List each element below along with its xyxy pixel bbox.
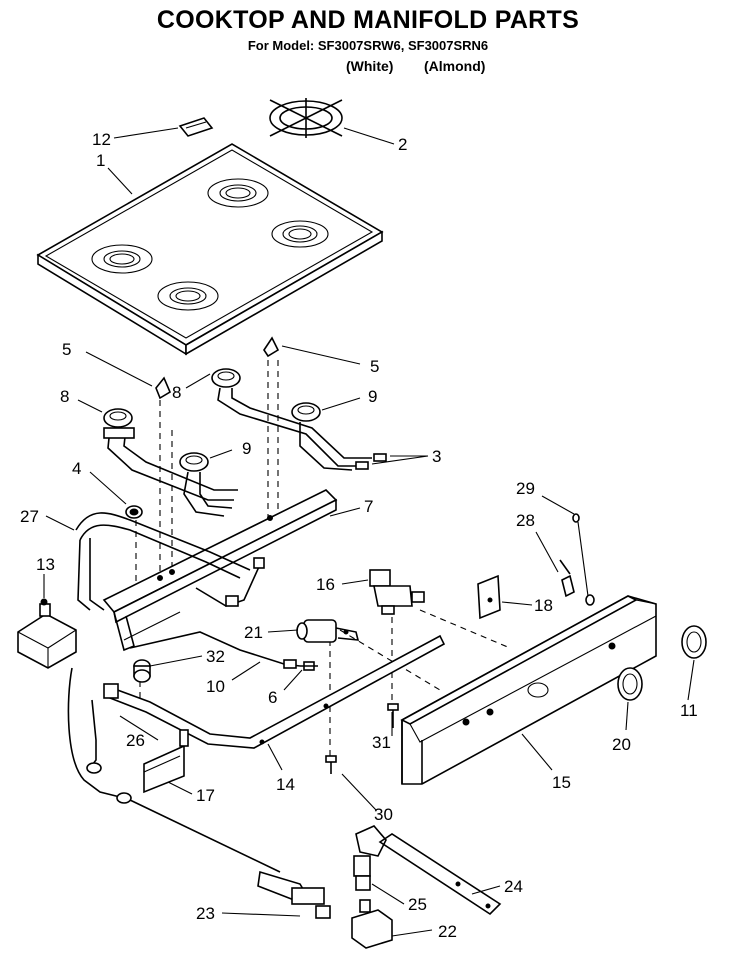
callout-1: 1	[96, 151, 105, 170]
callout-18: 18	[534, 596, 553, 615]
orifice-hood[interactable]	[355, 453, 387, 470]
callout-29: 29	[516, 479, 535, 498]
gas-tube[interactable]	[129, 557, 301, 669]
callout-23: 23	[196, 904, 215, 923]
model-line: For Model: SF3007SRW6, SF3007SRN6	[247, 38, 489, 53]
burner-recess	[157, 281, 219, 311]
burner-bracket-5-left[interactable]	[155, 376, 172, 400]
callout-8: 8	[60, 387, 69, 406]
page-title: COOKTOP AND MANIFOLD PARTS	[156, 6, 580, 34]
callout-3: 3	[432, 447, 441, 466]
burner-assembly-left-rear[interactable]	[179, 452, 233, 517]
callout-32: 32	[206, 647, 225, 666]
callout-25: 25	[408, 895, 427, 914]
oven-valve[interactable]	[351, 899, 393, 949]
control-knob-11[interactable]	[681, 625, 707, 659]
orifice-screw[interactable]	[300, 661, 318, 671]
callout-13: 13	[36, 555, 55, 574]
control-knob-20[interactable]	[617, 667, 643, 701]
color-white: (White)	[346, 58, 394, 74]
callout-11: 11	[680, 701, 698, 720]
callout-24: 24	[504, 877, 523, 896]
color-almond: (Almond)	[424, 58, 486, 74]
panel-screw[interactable]	[387, 703, 399, 728]
callout-20: 20	[612, 735, 631, 754]
callout-4: 4	[72, 459, 81, 478]
ignitor-wire[interactable]	[67, 667, 281, 873]
pressure-regulator[interactable]	[17, 598, 77, 669]
burner-recess	[91, 244, 153, 274]
burner-support-bracket[interactable]	[102, 489, 338, 652]
callout-17: 17	[196, 786, 215, 805]
burner-bracket-5-right[interactable]	[263, 336, 280, 358]
burner-assembly-right[interactable]	[211, 368, 372, 467]
indicator-light[interactable]	[559, 559, 575, 598]
gas-valve[interactable]	[296, 619, 360, 643]
callout-31: 31	[372, 733, 391, 752]
callout-12: 12	[92, 130, 111, 149]
bracket-12[interactable]	[178, 117, 214, 137]
callout-21: 21	[244, 623, 263, 642]
cooktop-panel[interactable]	[36, 143, 384, 356]
burner-recess	[207, 178, 269, 208]
manifold-bracket[interactable]	[143, 729, 189, 794]
grommet[interactable]	[125, 505, 143, 519]
oven-burner-fitting[interactable]	[353, 855, 371, 891]
callout-30: 30	[374, 805, 393, 824]
callout-6: 6	[268, 688, 277, 707]
burner-grate[interactable]	[269, 98, 343, 138]
callout-9: 9	[242, 439, 251, 458]
callout-8: 8	[172, 383, 181, 402]
callout-5: 5	[62, 340, 71, 359]
flex-tubing[interactable]	[75, 512, 251, 611]
manifold-pipe[interactable]	[103, 634, 446, 749]
callout-28: 28	[516, 511, 535, 530]
oven-ignitor[interactable]	[257, 870, 331, 919]
callout-22: 22	[438, 922, 457, 941]
leader-lines	[43, 127, 695, 937]
mounting-screw[interactable]	[325, 755, 337, 774]
callout-9: 9	[368, 387, 377, 406]
callout-27: 27	[20, 507, 39, 526]
callout-10: 10	[206, 677, 225, 696]
callout-2: 2	[398, 135, 407, 154]
burner-assembly-left[interactable]	[103, 408, 238, 501]
callout-26: 26	[126, 731, 145, 750]
burner-recess	[271, 220, 329, 248]
oven-burner-tube[interactable]	[355, 825, 502, 916]
callout-16: 16	[316, 575, 335, 594]
control-panel[interactable]	[400, 595, 657, 785]
spacer[interactable]	[133, 659, 151, 683]
clip[interactable]	[572, 513, 595, 606]
callout-5: 5	[370, 357, 379, 376]
callout-14: 14	[276, 775, 295, 794]
burner-assembly-right-rear[interactable]	[291, 402, 353, 471]
callout-7: 7	[364, 497, 373, 516]
callout-15: 15	[552, 773, 571, 792]
ignition-switch[interactable]	[369, 569, 425, 615]
switch-bracket[interactable]	[477, 574, 501, 620]
